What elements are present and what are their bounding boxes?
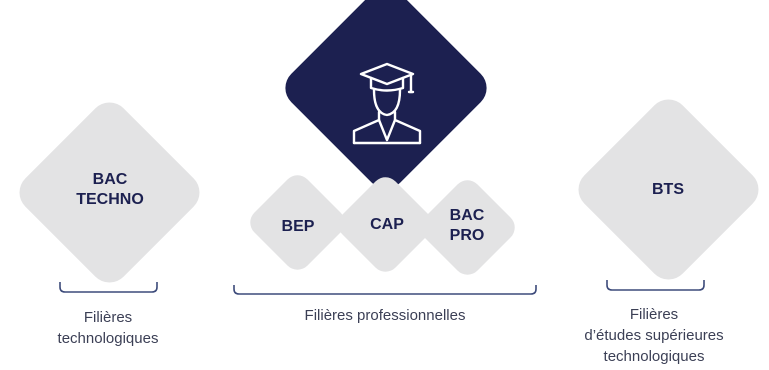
bep-diamond bbox=[250, 175, 345, 270]
techno-bracket bbox=[59, 282, 158, 293]
pro-bracket bbox=[233, 285, 537, 295]
bts-label: BTS bbox=[652, 181, 684, 198]
techno-caption: Filières technologiques bbox=[57, 309, 159, 347]
graduate-diamond bbox=[285, 0, 487, 189]
cap-diamond bbox=[338, 177, 433, 272]
bac-pro-diamond bbox=[420, 180, 515, 275]
bep-label: BEP bbox=[281, 218, 315, 235]
bac-techno-diamond bbox=[19, 102, 200, 283]
pro-caption: Filières professionnelles bbox=[304, 307, 466, 324]
bac-techno-label: BAC TECHNO bbox=[76, 171, 144, 208]
bts-diamond bbox=[578, 99, 759, 280]
bts-bracket bbox=[606, 280, 705, 291]
bts-caption: Filières d’études supérieures technologi… bbox=[584, 306, 724, 365]
graduate-icon bbox=[352, 62, 422, 145]
cap-label: CAP bbox=[370, 216, 404, 233]
bac-pro-label: BAC PRO bbox=[449, 207, 485, 244]
